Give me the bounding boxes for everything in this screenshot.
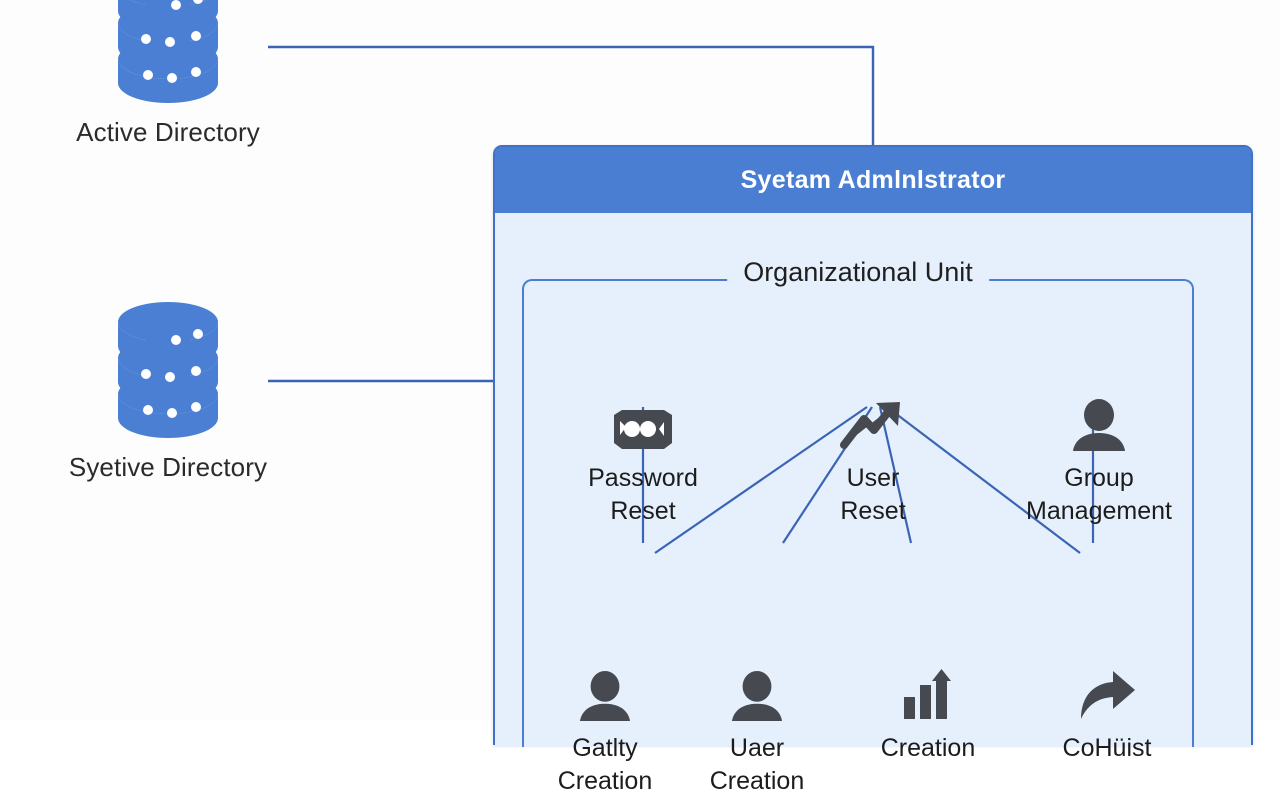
trending-up-icon <box>778 395 968 451</box>
node-creation[interactable]: Creation <box>833 665 1023 765</box>
node-label-line1: Gatlty <box>572 734 638 762</box>
person-icon <box>662 665 852 721</box>
system-administrator-panel: Syetam Admlnlstrator Organi <box>493 145 1253 795</box>
node-label-line1: User <box>846 464 900 492</box>
share-arrow-icon <box>1012 665 1202 721</box>
person-icon <box>1004 395 1194 451</box>
node-user-reset[interactable]: User Reset <box>778 395 968 527</box>
node-label-line1: Password <box>588 464 698 492</box>
organizational-unit-group: Organizational Unit <box>522 257 1194 747</box>
node-label-line2: Creation <box>709 766 805 795</box>
node-cohuist[interactable]: CoHüist <box>1012 665 1202 765</box>
node-label-line2: Management <box>1026 496 1172 525</box>
node-password-reset[interactable]: Password Reset <box>548 395 738 527</box>
node-label-password-reset: Password Reset <box>548 462 738 527</box>
node-label-line1: Uaer <box>729 734 785 762</box>
connector-active-directory <box>268 45 875 146</box>
node-label-line2: Reset <box>610 496 676 525</box>
node-label-uaer-creation: Uaer Creation <box>662 732 852 797</box>
node-label-line1: CoHüist <box>1062 734 1152 762</box>
razor-dots-icon <box>548 395 738 451</box>
source-label-active-directory: Active Directory <box>76 117 260 147</box>
database-icon <box>118 0 218 103</box>
node-label-user-reset: User Reset <box>778 462 968 527</box>
organizational-unit-legend: Organizational Unit <box>727 257 989 288</box>
node-group-management[interactable]: Group Management <box>1004 395 1194 527</box>
panel-body: Organizational Unit Password Reset <box>495 213 1251 795</box>
panel-header: Syetam Admlnlstrator <box>495 147 1251 213</box>
diagram-canvas: Active Directory Syetive Directory Syeta… <box>43 0 1253 795</box>
node-uaer-creation[interactable]: Uaer Creation <box>662 665 852 797</box>
node-label-group-management: Group Management <box>1004 462 1194 527</box>
source-node-active-directory[interactable]: Active Directory <box>43 0 293 148</box>
node-label-line1: Creation <box>880 734 976 762</box>
bar-chart-up-icon <box>833 665 1023 721</box>
source-node-syetive-directory[interactable]: Syetive Directory <box>43 290 293 483</box>
panel-title: Syetam Admlnlstrator <box>740 165 1006 194</box>
node-label-cohuist: CoHüist <box>1012 732 1202 765</box>
node-label-line1: Group <box>1064 464 1134 492</box>
database-icon <box>118 302 218 438</box>
node-label-line2: Creation <box>557 766 653 795</box>
source-label-syetive-directory: Syetive Directory <box>68 452 268 482</box>
node-label-creation: Creation <box>833 732 1023 765</box>
person-icon <box>510 665 700 721</box>
node-label-line2: Reset <box>840 496 906 525</box>
